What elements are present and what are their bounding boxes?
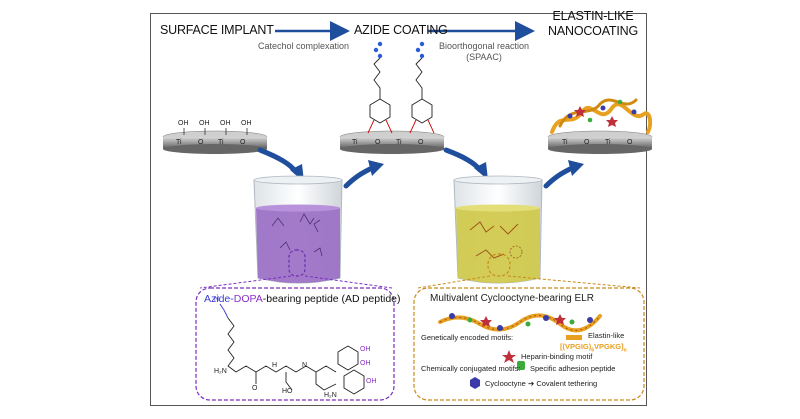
ad-title-dopa: DOPA <box>233 293 263 305</box>
elastin-like-label: Elastin-like <box>588 331 625 340</box>
ti-label: Ti <box>562 139 568 146</box>
ti-label: Ti <box>176 139 182 146</box>
oh-label: OH <box>220 120 231 127</box>
elr-box-title: Multivalent Cyclooctyne-bearing ELR <box>430 293 594 304</box>
oh-label: OH <box>241 120 252 127</box>
curved-arrow-4 <box>543 165 575 189</box>
ad-peptide-structure <box>219 303 365 395</box>
adhesion-label: Specific adhesion peptide <box>530 364 616 373</box>
atom-label: H₂N <box>324 392 337 399</box>
step-surface-implant: SURFACE IMPLANT <box>160 23 274 37</box>
step-elastin-like-line1: ELASTIN-LIKE <box>552 9 634 23</box>
step-azide-coating: AZIDE COATING <box>354 23 448 37</box>
curved-arrow-2 <box>343 165 375 189</box>
reaction-catechol: Catechol complexation <box>258 41 350 51</box>
atom-label: H <box>272 362 278 369</box>
o-label: O <box>418 139 424 146</box>
elr-box <box>413 287 645 401</box>
o-label: O <box>584 139 590 146</box>
step-elastin-like-line2: NANOCOATING <box>548 24 638 38</box>
ti-surface-2 <box>339 41 445 154</box>
genetic-motifs-label: Genetically encoded motifs: <box>421 333 514 342</box>
ad-title-azide: Azide- <box>204 293 234 305</box>
atom-label: HO <box>282 388 293 395</box>
heparin-star-icon <box>502 350 516 363</box>
elastin-formula: [(VPGIG)6VPGKG]n <box>560 342 627 354</box>
ti-label: Ti <box>352 139 358 146</box>
atom-label: N <box>302 362 308 369</box>
atom-label: H₂N <box>214 368 227 375</box>
reaction-spaac: (SPAAC) <box>466 52 502 62</box>
ti-label: Ti <box>605 139 611 146</box>
ad-title-rest: -bearing peptide (AD peptide) <box>262 293 401 305</box>
cyclooctyne-label: Cyclooctyne ➔ Covalent tethering <box>485 379 598 388</box>
cyclooctyne-icon <box>470 377 480 389</box>
ti-label: Ti <box>396 139 402 146</box>
o-label: O <box>240 139 246 146</box>
atom-label: OH <box>360 346 371 353</box>
beaker-yellow <box>453 175 543 284</box>
o-label: O <box>375 139 381 146</box>
o-label: O <box>627 139 633 146</box>
atom-label: N <box>214 296 220 303</box>
o-label: O <box>198 139 204 146</box>
atom-label: OH <box>360 360 371 367</box>
ti-surface-1 <box>162 128 268 154</box>
ti-surface-3 <box>547 98 653 154</box>
chemical-motifs-label: Chemically conjugated motifs: <box>421 364 521 373</box>
curved-arrow-1 <box>257 147 299 175</box>
atom-label: OH <box>366 378 377 385</box>
elr-strand <box>438 313 602 333</box>
oh-label: OH <box>178 120 189 127</box>
ad-peptide-box <box>195 287 395 401</box>
ti-label: Ti <box>218 139 224 146</box>
reaction-bioorthogonal: Bioorthogonal reaction <box>438 41 530 51</box>
beaker-purple <box>253 175 343 284</box>
atom-label: O <box>252 385 258 392</box>
curved-arrow-3 <box>443 147 483 173</box>
ad-box-title: Azide-DOPA-bearing peptide (AD peptide) <box>204 293 401 305</box>
adhesion-peptide-icon <box>517 361 525 370</box>
heparin-label: Heparin-binding motif <box>521 352 593 361</box>
oh-label: OH <box>199 120 210 127</box>
elastin-like-swatch <box>566 335 582 340</box>
